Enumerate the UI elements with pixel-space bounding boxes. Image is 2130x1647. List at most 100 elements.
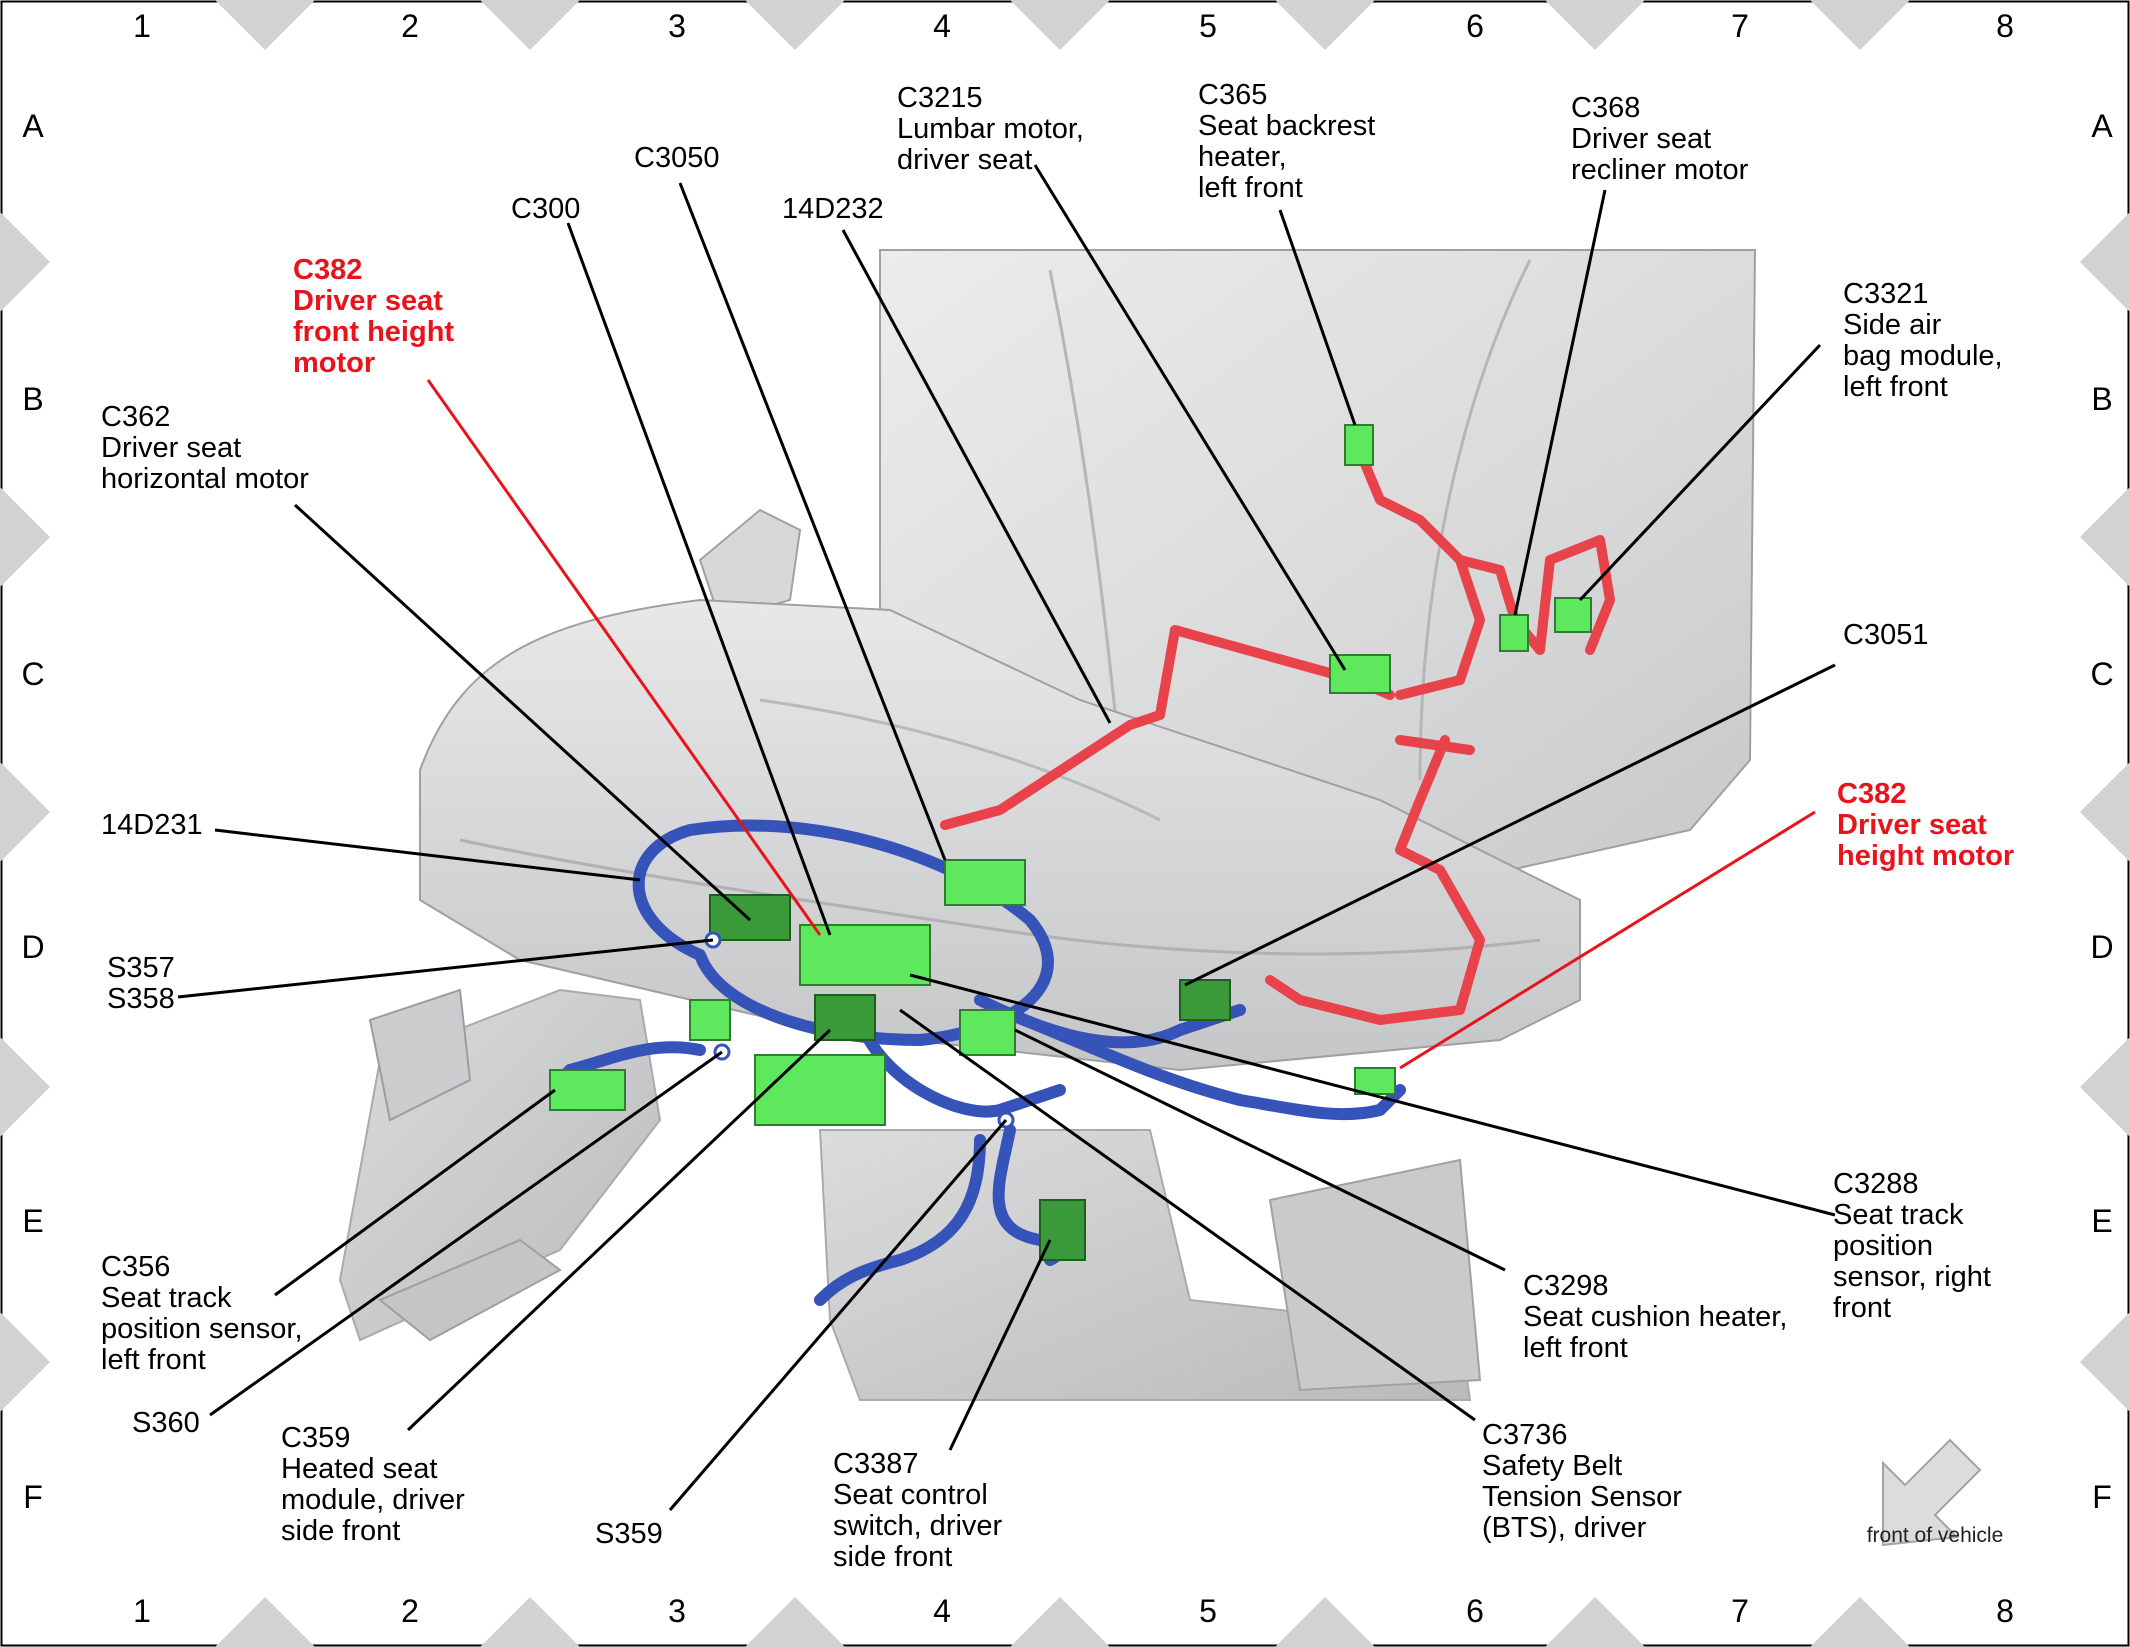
connector-c362 — [709, 894, 791, 941]
connector-c356 — [549, 1069, 626, 1111]
border-marker-top — [1275, 0, 1375, 50]
border-marker-right — [2080, 1037, 2130, 1137]
connector-c3321 — [1554, 597, 1592, 633]
leader-c3288 — [909, 973, 1836, 1217]
leader-c368 — [1513, 189, 1607, 616]
border-marker-top — [1010, 0, 1110, 50]
callout-line: switch, driver — [833, 1510, 1003, 1542]
callout-line: C359 — [281, 1422, 350, 1454]
seat-illustration — [338, 249, 1757, 1401]
leader-s360 — [209, 1050, 723, 1417]
border-marker-bottom — [215, 1597, 315, 1647]
callout-line: 14D231 — [101, 809, 203, 841]
connector-c382 — [1354, 1067, 1396, 1095]
border-marker-bottom — [745, 1597, 845, 1647]
connector-side-clip — [689, 999, 731, 1041]
border-marker-top — [215, 0, 315, 50]
callout-line: height motor — [1837, 840, 2014, 872]
callout-line: C356 — [101, 1251, 170, 1283]
harness-blue-drop — [814, 1134, 986, 1306]
callout-line: C368 — [1571, 92, 1640, 124]
border-marker-bottom — [480, 1597, 580, 1647]
connector-14d232 — [944, 859, 1026, 906]
connector-c368 — [1499, 614, 1529, 652]
callout-line: Seat cushion heater, — [1523, 1301, 1787, 1333]
callout-line: Safety Belt — [1482, 1450, 1622, 1482]
callout-line: bag module, — [1843, 340, 2003, 372]
callout-c3051: C3051 — [1843, 619, 1928, 651]
border-marker-left — [0, 487, 50, 587]
grid-column-label: 6 — [1466, 8, 1484, 44]
border-marker-top — [480, 0, 580, 50]
leader-lines — [177, 164, 1836, 1511]
callout-c3050: C3050 — [634, 142, 719, 174]
leader-14d232 — [841, 229, 1112, 724]
leader-c3215 — [1033, 164, 1347, 671]
border-marker-bottom — [1275, 1597, 1375, 1647]
callout-line: C3215 — [897, 82, 982, 114]
callout-line: Heated seat — [281, 1453, 437, 1485]
harness-red-recliner-loop — [1455, 535, 1615, 655]
leader-c3298 — [1014, 1028, 1506, 1272]
callout-line: recliner motor — [1571, 154, 1749, 186]
grid-row-label: D — [2090, 929, 2113, 965]
leader-c356 — [274, 1088, 556, 1297]
callout-line: Tension Sensor — [1482, 1481, 1682, 1513]
leader-c300 — [566, 222, 832, 936]
grid-column-label: 3 — [668, 1593, 686, 1629]
grid-row-label: F — [23, 1479, 43, 1515]
border-marker-left — [0, 212, 50, 312]
leader-14d231 — [214, 828, 641, 882]
callout-line: C382 — [1837, 778, 1906, 810]
callout-s360: S360 — [132, 1407, 200, 1439]
callout-line: S357 — [107, 952, 175, 984]
callout-line: front — [1833, 1292, 1891, 1324]
connector-c3298 — [959, 1009, 1016, 1056]
leader-c359 — [406, 1028, 832, 1432]
grid-column-label: 2 — [401, 8, 419, 44]
track-bracket — [368, 988, 472, 1122]
orientation-indicator: front of vehicle — [1867, 1438, 2003, 1547]
callout-line: sensor, right — [1833, 1261, 1991, 1293]
grid-column-label: 8 — [1996, 1593, 2014, 1629]
callout-line: C3387 — [833, 1448, 918, 1480]
harness-blue-lower — [854, 1014, 1066, 1118]
border-marker-right — [2080, 487, 2130, 587]
callout-line: C3051 — [1843, 619, 1928, 651]
callout-s359: S359 — [595, 1518, 663, 1550]
leader-c3387 — [948, 1239, 1052, 1451]
callout-line: 14D232 — [782, 193, 884, 225]
grid-column-label: 7 — [1731, 8, 1749, 44]
callout-line: Seat track — [1833, 1199, 1964, 1231]
grid-column-label: 1 — [133, 1593, 151, 1629]
callout-line: C3050 — [634, 142, 719, 174]
callout-line: C3736 — [1482, 1419, 1567, 1451]
callout-line: left front — [1523, 1332, 1628, 1364]
callout-line: horizontal motor — [101, 463, 309, 495]
leader-s357 — [177, 938, 714, 999]
grid-row-label: E — [2091, 1203, 2112, 1239]
cushion-seam — [459, 838, 1541, 956]
callout-line: C362 — [101, 401, 170, 433]
cushion-crease — [759, 698, 1161, 822]
grid-row-label: A — [2091, 108, 2113, 144]
grid-column-label: 3 — [668, 8, 686, 44]
callout-line: side front — [833, 1541, 952, 1573]
callout-line: S359 — [595, 1518, 663, 1550]
callout-line: left front — [101, 1344, 206, 1376]
connector-c3387 — [1039, 1199, 1086, 1261]
grid-row-label: E — [22, 1203, 43, 1239]
seat-riser — [1268, 1158, 1482, 1392]
callout-line: Driver seat — [101, 432, 241, 464]
border-marker-left — [0, 1037, 50, 1137]
leader-c362 — [293, 503, 752, 922]
